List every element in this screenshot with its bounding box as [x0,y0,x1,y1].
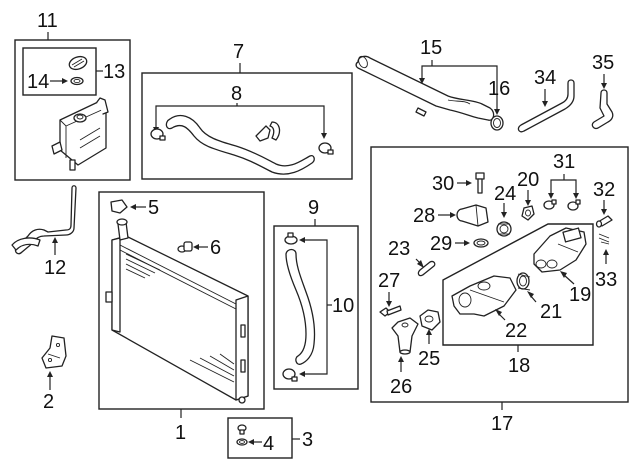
callout-2: 2 [43,391,54,413]
callout-27: 27 [378,270,400,292]
callout-30: 30 [432,173,454,195]
callout-11: 11 [37,10,58,32]
gasket-icon [417,260,436,277]
reservoir-cap-icon [68,55,88,71]
callout-7: 7 [233,41,244,63]
reservoir-tank-icon [51,97,109,171]
callout-31: 31 [553,151,575,173]
callout-4: 4 [263,433,274,455]
clamp-icon [543,199,557,210]
hose-clamp-icon [150,128,166,141]
callout-10: 10 [332,295,354,317]
connector-icon [496,221,512,237]
o-ring-icon [473,238,489,248]
callout-14: 14 [27,71,49,93]
callout-9: 9 [308,197,319,219]
callout-24: 24 [494,183,516,205]
callout-21: 21 [540,301,562,323]
seal-icon [70,76,84,86]
callout-26: 26 [390,376,412,398]
drain-plug-icon [177,241,193,253]
callout-8: 8 [231,83,242,105]
bracket-icon [41,335,67,369]
group-11-reservoir: 11 13 14 [14,10,131,181]
overflow-hose-icon [14,185,77,255]
overflow-hose-12: 12 [11,185,77,279]
hose-34-icon [517,79,575,133]
outlet-pipe-icon [456,204,489,227]
box-18 [442,223,594,346]
group-3-mount: 3 4 [227,417,313,459]
group-9-lower-hose: 9 10 [273,197,359,390]
group-1-radiator: 1 5 6 [98,191,265,444]
insulator-icon [236,438,248,446]
callout-32: 32 [593,179,615,201]
callout-28: 28 [413,205,435,227]
box-7 [141,72,353,180]
bolt-icon [475,172,485,194]
hose-clamp-icon [318,142,334,155]
bracket-2: 2 [41,335,67,413]
group-17-thermostat-housing: 17 30 28 24 20 [370,146,629,435]
radiator-cap-icon [110,199,128,214]
hose-35-icon [591,89,614,130]
callout-17: 17 [491,413,513,435]
callout-15: 15 [420,37,442,59]
group-7-upper-hose: 7 8 [141,41,353,180]
outlet-housing-icon [533,227,587,273]
lower-hose-icon [285,248,316,365]
callout-34: 34 [534,67,556,89]
callout-29: 29 [430,233,452,255]
hose-35: 35 [591,52,614,130]
gasket-icon [521,205,535,221]
callout-20: 20 [517,169,539,191]
callout-12: 12 [44,257,66,279]
bolt-icon [379,305,402,317]
housing-icon [451,275,517,317]
callout-19: 19 [569,284,591,306]
thermostat-icon [419,309,441,331]
bracket-icon [255,121,281,142]
callout-16: 16 [488,78,510,100]
group-15-water-pipe: 15 16 [355,37,510,131]
box-9 [273,225,359,390]
callout-18: 18 [508,355,530,377]
box-3 [227,417,293,459]
callout-6: 6 [210,237,221,259]
callout-25: 25 [418,348,440,370]
mount-bushing-icon [237,424,247,435]
radiator-icon [105,218,249,404]
o-ring-icon [490,115,504,131]
hose-clamp-icon [284,232,298,245]
callout-23: 23 [388,238,410,260]
callout-1: 1 [175,422,186,444]
connector-icon [595,215,613,228]
callout-3: 3 [302,429,313,451]
hose-34: 34 [517,67,575,133]
clamp-icon [567,199,581,211]
connector-icon [516,272,531,291]
box-17 [370,146,629,403]
clip-icon [598,233,610,245]
callout-22: 22 [505,320,527,342]
callout-35: 35 [592,52,614,74]
box-11 [14,39,131,181]
callout-13: 13 [103,61,125,83]
hose-clamp-icon [282,368,298,382]
upper-hose-icon [165,114,315,175]
inlet-icon [391,317,419,355]
callout-5: 5 [148,197,159,219]
callout-33: 33 [595,269,617,291]
